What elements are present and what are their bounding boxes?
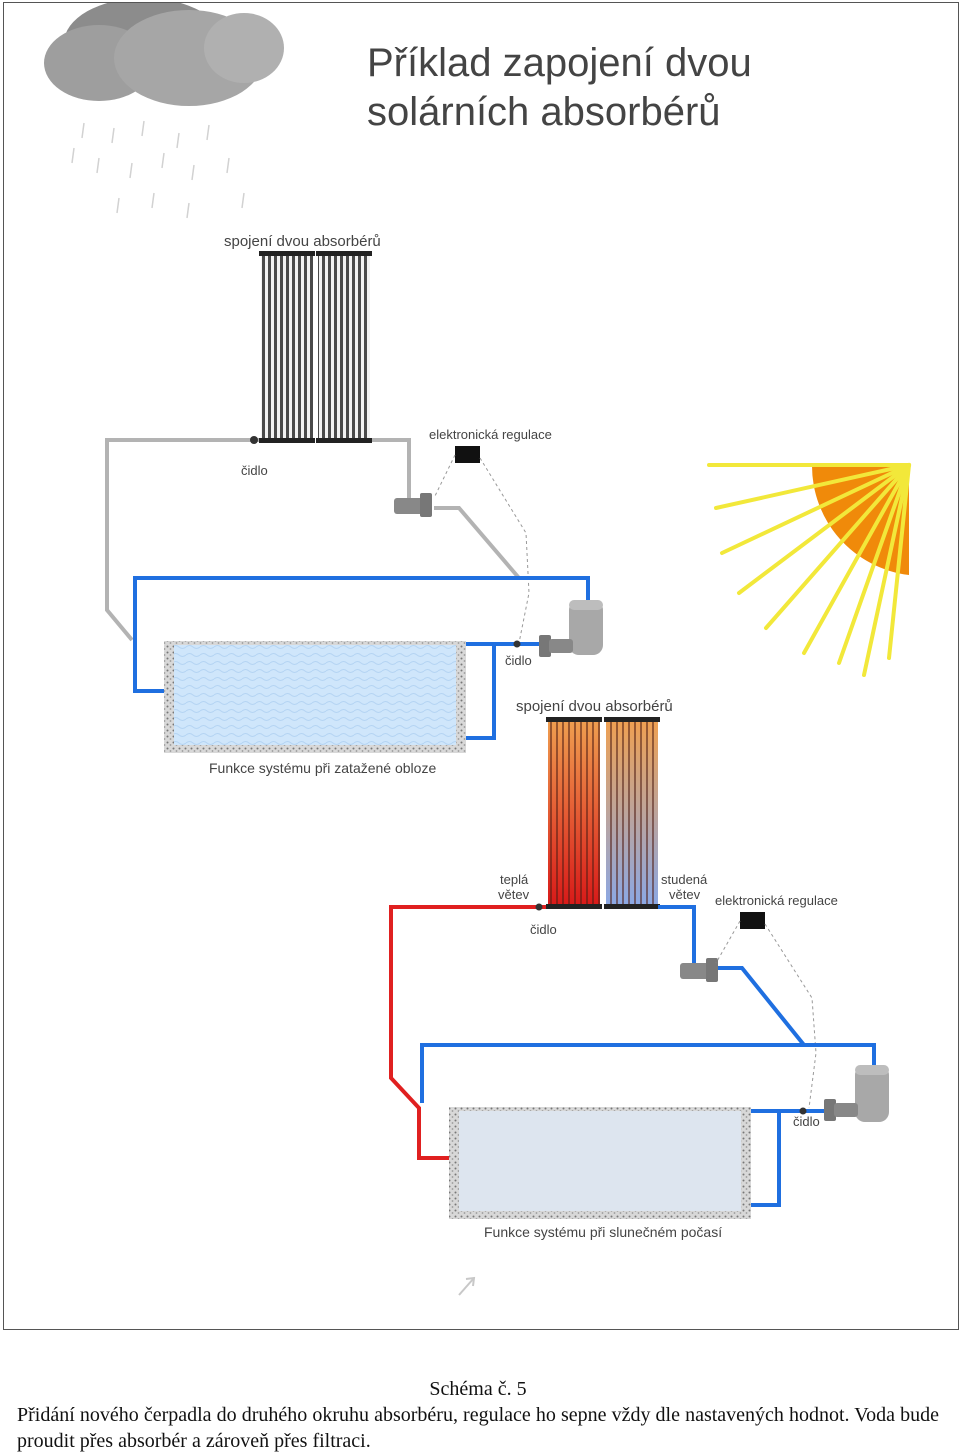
top-absorber-panel-right bbox=[316, 251, 372, 443]
cold-branch-label-line2: větev bbox=[669, 887, 701, 902]
bottom-solar-pump-icon bbox=[680, 958, 718, 982]
bottom-absorber-label: spojení dvou absorbérů bbox=[516, 698, 673, 715]
bottom-system-caption: Funkce systému při slunečném počasí bbox=[484, 1224, 722, 1240]
cloud-icon bbox=[44, 3, 284, 106]
bottom-cold-pipe bbox=[658, 905, 806, 1047]
top-sensor-label-2: čidlo bbox=[505, 653, 532, 668]
arrow-icon bbox=[458, 1276, 476, 1296]
top-control-wires bbox=[433, 454, 530, 644]
bottom-sensor-dot-2 bbox=[799, 1107, 807, 1115]
top-absorber-label: spojení dvou absorbérů bbox=[224, 233, 381, 250]
diagram-title-line1: Příklad zapojení dvou bbox=[367, 41, 752, 85]
top-pool bbox=[164, 641, 466, 753]
bottom-sensor-label-1: čidlo bbox=[530, 922, 557, 937]
top-absorber-panel-left bbox=[259, 251, 315, 443]
sun-icon bbox=[707, 463, 911, 677]
bottom-filter-pump-icon bbox=[824, 1099, 858, 1121]
bottom-sensor-dot-1 bbox=[535, 903, 543, 911]
top-system-caption: Funkce systému při zatažené obloze bbox=[209, 760, 436, 776]
diagram-title-line2: solárních absorbérů bbox=[367, 90, 721, 134]
bottom-sensor-label-2: čidlo bbox=[793, 1114, 820, 1129]
figure-caption: Schéma č. 5 Přidání nového čerpadla do d… bbox=[17, 1376, 939, 1454]
bottom-controller-label: elektronická regulace bbox=[715, 893, 838, 908]
bottom-absorber-panel-warm bbox=[546, 717, 602, 909]
top-sensor-dot-2 bbox=[513, 640, 521, 648]
bottom-controller-icon bbox=[740, 912, 765, 929]
top-controller-label: elektronická regulace bbox=[429, 427, 552, 442]
diagram-figure: Příklad zapojení dvou solárních absorbér… bbox=[3, 2, 959, 1330]
bottom-control-wires bbox=[715, 920, 817, 1109]
top-filter-pump-icon bbox=[539, 635, 573, 657]
top-controller-icon bbox=[455, 446, 480, 463]
top-sensor-dot-1 bbox=[250, 436, 258, 444]
top-solar-pump-icon bbox=[394, 493, 432, 517]
top-inactive-pipes bbox=[105, 438, 521, 642]
top-filter-icon bbox=[569, 600, 603, 655]
bottom-filter-icon bbox=[855, 1065, 889, 1122]
bottom-warm-pipe bbox=[389, 905, 546, 1160]
caption-title: Schéma č. 5 bbox=[429, 1378, 527, 1400]
warm-branch-label-line1: teplá bbox=[500, 872, 529, 887]
warm-branch-label-line2: větev bbox=[498, 887, 530, 902]
caption-text: Přidání nového čerpadla do druhého okruh… bbox=[17, 1404, 939, 1452]
top-sensor-label-1: čidlo bbox=[241, 463, 268, 478]
cold-branch-label-line1: studená bbox=[661, 872, 708, 887]
bottom-absorber-panel-cold bbox=[604, 717, 660, 909]
bottom-pool bbox=[449, 1107, 751, 1219]
rain-icon bbox=[71, 120, 245, 219]
